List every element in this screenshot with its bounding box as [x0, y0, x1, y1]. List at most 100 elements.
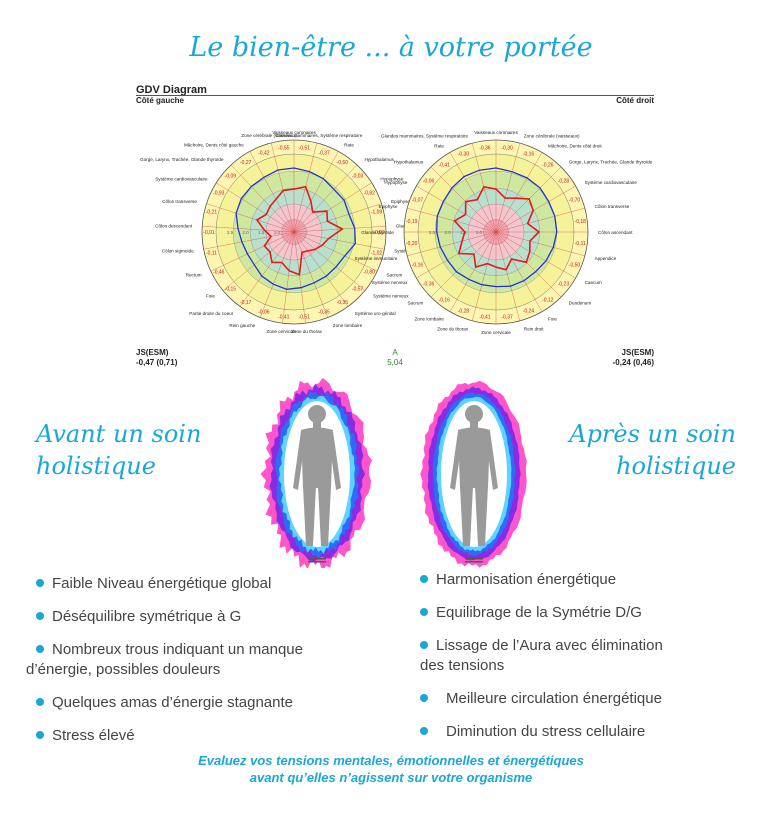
list-item: Nombreux trous indiquant un manque: [36, 640, 366, 660]
radar-spoke: [495, 231, 520, 321]
radar-spoke: [407, 208, 497, 233]
radar-organ-label: Système immunitaire: [355, 256, 398, 261]
radar-value-label: -0,35: [318, 309, 330, 315]
bullet-dot-icon: [420, 727, 428, 735]
radar-spoke: [206, 203, 295, 233]
bullet-dot-icon: [36, 579, 44, 587]
radar-spoke: [495, 152, 543, 233]
radar-chart-left: -0,51-0,37-0,60-0,03-0,82-1,09-0,09-1,02…: [140, 130, 438, 334]
radar-spoke: [202, 226, 295, 233]
radar-organ-label: Foie: [548, 317, 557, 322]
radar-spoke: [495, 231, 576, 279]
radar-organ-label: Gorge, Larynx, Trachée, Glande thyroïde: [569, 159, 653, 164]
radar-spoke: [293, 231, 378, 272]
radar-value-label: -0,09: [373, 230, 385, 236]
radar-ring-label: 1.5: [460, 230, 467, 235]
radar-spoke: [210, 231, 295, 272]
radar-organ-label: Zone du thorax: [291, 329, 323, 334]
radar-organ-label: Côlon descendant: [155, 224, 193, 229]
radar-value-label: -0,06: [423, 178, 435, 184]
body-leg-right: [318, 486, 331, 546]
radar-value-label: -0,09: [225, 174, 237, 180]
radar-value-label: -0,93: [213, 190, 225, 196]
radar-organ-label: Hypophyse: [380, 176, 403, 181]
radar-value-label: -1,02: [371, 250, 383, 256]
radar-value-label: -0,42: [258, 151, 270, 157]
aura-base-line: [308, 561, 326, 563]
radar-series-blue: [235, 167, 356, 290]
aura-before-image: [260, 378, 372, 568]
list-item: Diminution du stress cellulaire: [420, 722, 760, 742]
bullet-dot-icon: [36, 612, 44, 620]
radar-organ-label: Système nerveux: [372, 280, 408, 285]
radar-value-label: -0,06: [258, 309, 270, 315]
radar-spoke: [293, 164, 358, 233]
radar-organ-label: Système nerveux: [373, 294, 409, 299]
body-arm-right: [329, 431, 341, 490]
radar-spoke: [293, 231, 385, 250]
gdv-diagram: -0,51-0,37-0,60-0,03-0,82-1,09-0,09-1,02…: [136, 84, 654, 374]
list-item: Lissage de l’Aura avec élimination: [420, 636, 760, 656]
radar-value-label: -1,09: [371, 210, 383, 216]
aura-base-line: [465, 558, 483, 560]
after-heading-line1: Après un soin: [569, 420, 736, 448]
radar-organ-label: Zone cervicale: [267, 329, 297, 334]
bullet-dot-icon: [420, 641, 428, 649]
radar-value-label: -0,19: [406, 219, 418, 225]
radar-ring-label: 2.5: [429, 230, 436, 235]
radar-value-label: -0,03: [352, 174, 364, 180]
radar-value-label: -0,21: [206, 210, 218, 216]
bullet-dot-icon: [420, 694, 428, 702]
radar-value-label: -0,41: [439, 163, 451, 169]
radar-value-label: -0,36: [423, 282, 435, 288]
js-right-label: JS(ESM): [621, 348, 654, 357]
radar-value-label: -0,37: [318, 151, 330, 157]
radar-ring-label: 1.5: [258, 230, 265, 235]
radar-organ-label: Vaisseaux coronaires: [272, 130, 316, 135]
list-item-continuation: des tensions: [420, 657, 505, 674]
radar-spoke: [495, 143, 520, 233]
radar-organ-label: Côlon transverse: [595, 204, 630, 209]
a-value: 5,04: [387, 358, 403, 367]
radar-organ-label: Glandes mammaires, Système respiratoire: [381, 133, 468, 138]
before-heading-line1: Avant un soin: [36, 420, 202, 448]
body-head: [465, 405, 483, 423]
page-title: Le bien-être ... à votre portée: [189, 32, 593, 63]
js-left: JS(ESM) -0,47 (0,71): [136, 348, 177, 368]
radar-spoke: [293, 182, 372, 233]
bullet-dot-icon: [36, 698, 44, 706]
before-list: Faible Niveau énergétique global Déséqui…: [26, 574, 366, 746]
radar-spoke: [293, 231, 349, 307]
aura-base-line: [308, 558, 326, 560]
radar-organ-label: Rectum: [186, 273, 202, 278]
radar-value-label: -0,12: [542, 297, 554, 303]
radar-organ-label: Epiphyse: [379, 204, 398, 209]
bullet-dot-icon: [420, 575, 428, 583]
radar-organ-label: Côlon transverse: [162, 199, 197, 204]
radar-value-label: -0,18: [575, 219, 587, 225]
bullet-dot-icon: [420, 608, 428, 616]
radar-value-label: -0,51: [299, 146, 311, 152]
radar-organ-label: Hypothalamus: [364, 157, 394, 162]
radar-organ-label: Hypothalamus: [394, 159, 424, 164]
body-leg-left: [303, 486, 316, 546]
list-item: Harmonisation énergétique: [420, 570, 760, 590]
radar-value-label: -0,17: [240, 300, 252, 306]
radar-organ-label: Rate: [434, 143, 444, 148]
radar-spoke: [495, 231, 585, 256]
radar-value-label: -0,24: [523, 309, 535, 315]
radar-ring-label: 2.0: [445, 230, 452, 235]
bullet-dot-icon: [36, 645, 44, 653]
bullet-dot-icon: [36, 731, 44, 739]
radar-value-label: -0,36: [479, 146, 491, 152]
radar-organ-label: Hypophyse: [384, 180, 407, 185]
before-heading: Avant un soin holistique: [36, 418, 201, 482]
radar-spoke: [495, 208, 585, 233]
radar-value-label: -0,35: [337, 300, 349, 306]
list-item: Déséquilibre symétrique à G: [36, 607, 366, 627]
radar-spoke: [223, 231, 295, 291]
radar-spoke: [293, 231, 365, 291]
radar-spoke: [472, 231, 497, 321]
radar-spoke: [282, 231, 295, 324]
list-item: Quelques amas d’énergie stagnante: [36, 693, 366, 713]
